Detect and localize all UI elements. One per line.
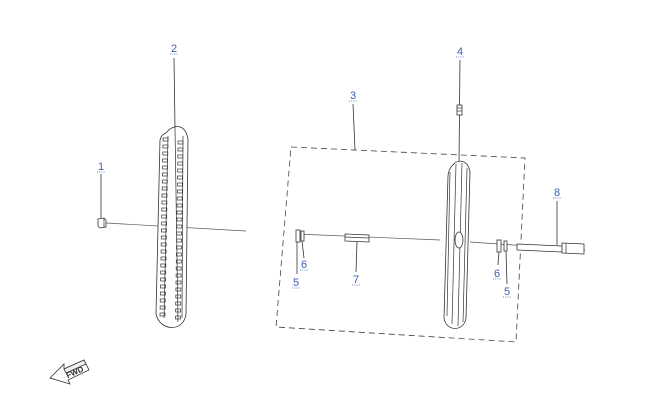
tread-block [176,196,183,201]
callout-5-left[interactable]: 5 [292,277,300,289]
tread-block [161,221,167,226]
svg-text:6: 6 [494,268,500,280]
tread-block [159,312,166,317]
callout-7[interactable]: 7 [352,274,360,286]
part-collar-right [496,239,508,253]
callout-6-left[interactable]: 6 [300,259,308,271]
tread-block [160,291,166,296]
tread-block [162,144,169,149]
tread-block [176,238,182,243]
tread-block [175,301,182,306]
tread-block [175,266,182,271]
wheel-assembly-group-box [275,146,526,343]
svg-text:8: 8 [554,187,560,199]
svg-text:7: 7 [353,274,359,286]
tread-block [175,287,182,292]
tread-block [175,280,182,285]
svg-text:2: 2 [171,43,177,55]
callout-3[interactable]: 3 [349,90,357,102]
tread-block [177,154,184,159]
callout-2[interactable]: 2 [170,43,178,55]
tread-block [177,161,184,166]
tread-block [160,263,167,268]
tread-block [161,179,168,184]
callout-4[interactable]: 4 [456,46,464,58]
svg-text:3: 3 [350,90,356,102]
tread-block [160,270,167,275]
tread-block [160,277,166,282]
part-tire [155,126,189,328]
tread-block [176,245,182,250]
tread-block [176,231,183,236]
leader-6b [497,251,500,266]
tread-block [162,165,168,170]
tread-block [176,224,183,229]
tire-tread-pattern [159,137,184,320]
svg-text:5: 5 [293,277,299,289]
tread-block [162,158,168,163]
tread-block [161,186,168,191]
tread-block [160,284,166,289]
tread-block [162,137,169,142]
tread-block [176,217,183,222]
tread-block [161,214,168,219]
tread-block [162,151,169,156]
tread-block [176,203,183,208]
tread-block [175,315,181,320]
direction-arrow-label: FWD [65,364,86,380]
tread-block [160,256,167,261]
callout-6-right[interactable]: 6 [493,268,501,280]
tread-block [161,228,167,233]
tread-block [160,249,167,254]
svg-text:4: 4 [457,46,463,58]
tread-block [175,294,182,299]
part-collar-left [295,229,305,243]
part-axle [516,242,585,255]
tread-block [175,259,182,264]
tread-block [176,252,182,257]
tread-block [161,200,168,205]
tread-block [175,273,182,278]
leader-6a [301,240,305,259]
leader-7 [355,241,358,273]
callout-5-right[interactable]: 5 [503,286,511,298]
tread-block [177,140,184,145]
part-valve-stem [456,104,463,163]
tread-block [177,168,183,173]
callout-8[interactable]: 8 [553,187,561,199]
part-wheel-rim [443,160,471,329]
tread-block [161,207,168,212]
part-inner-spacer [344,233,370,243]
leader-5b [505,250,508,285]
tread-block [176,210,183,215]
tread-block [177,175,183,180]
tread-block [161,193,168,198]
svg-text:5: 5 [504,286,510,298]
tread-block [176,189,183,194]
leader-4 [459,59,461,106]
tread-block [160,242,167,247]
tread-block [159,298,166,303]
leader-3 [352,103,356,151]
leader-2 [173,57,176,129]
tread-block [175,308,181,313]
tread-block [177,147,184,152]
svg-text:6: 6 [301,259,307,271]
part-spacer [97,217,107,229]
tread-block [177,182,183,187]
tread-block [160,235,167,240]
forward-direction-arrow-icon: FWD [49,359,90,385]
svg-text:1: 1 [98,161,104,173]
callout-1[interactable]: 1 [97,161,105,173]
tread-block [159,305,166,310]
tread-block [162,172,168,177]
